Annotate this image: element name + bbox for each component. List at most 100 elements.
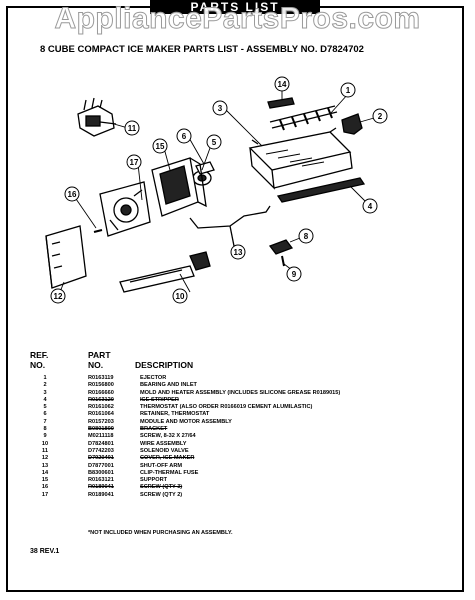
page-subtitle: 8 CUBE COMPACT ICE MAKER PARTS LIST - AS… (40, 44, 364, 55)
svg-text:5: 5 (212, 138, 217, 147)
part-description: MOLD AND HEATER ASSEMBLY (INCLUDES SILIC… (140, 389, 341, 396)
watermark: AppliancePartsPros.com (54, 2, 421, 36)
part-number: D7877001 (88, 462, 114, 469)
part-number: R0157203 (88, 418, 114, 425)
part-description: ICE STRIPPER (140, 396, 179, 403)
table-row: 9 M0211118 SCREW, 8-32 X 27/64 (30, 433, 450, 440)
svg-text:2: 2 (378, 112, 383, 121)
part-description: CLIP-THERMAL FUSE (140, 469, 199, 476)
svg-text:14: 14 (278, 80, 287, 89)
callout-5: 5 (206, 134, 222, 150)
part-number: D7920401 (88, 455, 114, 462)
part-number: B8300601 (88, 469, 114, 476)
table-row: 13 D7877001 SHUT-OFF ARM (30, 463, 450, 470)
ref-number: 6 (43, 411, 47, 418)
part-ejector (269, 105, 338, 131)
part-number: R0161062 (88, 404, 114, 411)
col-desc-header: DESCRIPTION (135, 360, 194, 370)
callout-15: 15 (152, 138, 168, 154)
part-number: D7824801 (88, 440, 114, 447)
callout-9: 9 (286, 266, 302, 282)
col-ref-header: REF. NO. (30, 350, 49, 370)
part-number: R0189041 (88, 484, 114, 491)
part-ice-stripper (276, 177, 366, 203)
part-number: R0163121 (88, 477, 114, 484)
part-description: EJECTOR (140, 375, 167, 381)
ref-number: 4 (43, 396, 47, 403)
part-module-motor (99, 181, 151, 237)
part-number: R0163119 (88, 375, 114, 381)
col-part-header: PART NO. (88, 350, 111, 370)
svg-text:4: 4 (368, 202, 373, 211)
footnote: *NOT INCLUDED WHEN PURCHASING AN ASSEMBL… (88, 530, 233, 536)
part-module-support (151, 157, 207, 217)
ref-number: 11 (42, 447, 48, 454)
ref-number: 5 (43, 404, 47, 411)
part-description: SHUT-OFF ARM (140, 462, 183, 469)
part-description: SCREW, 8-32 X 27/64 (140, 433, 196, 440)
ref-number: 14 (41, 469, 49, 476)
part-number: M0211118 (88, 433, 114, 440)
svg-text:17: 17 (130, 158, 139, 167)
svg-text:1: 1 (346, 86, 351, 95)
callouts: 14 1 2 3 4 5 6 15 17 11 16 8 9 13 10 12 … (50, 76, 388, 304)
svg-text:10: 10 (176, 292, 185, 301)
callout-2: 2 (372, 108, 388, 124)
callout-10: 10 (172, 288, 188, 304)
part-bracket (268, 239, 294, 255)
ref-number: 8 (43, 426, 47, 433)
part-description: SCREW (QTY 3) (140, 484, 183, 491)
part-number: B0801800 (88, 426, 114, 433)
ref-number: 2 (43, 382, 47, 389)
table-row: 6 R0161064 RETAINER, THERMOSTAT (30, 411, 450, 418)
callout-14: 14 (274, 76, 290, 92)
part-description: RETAINER, THERMOSTAT (140, 411, 210, 418)
table-row: 14 B8300601 CLIP-THERMAL FUSE (30, 470, 450, 477)
part-description: MODULE AND MOTOR ASSEMBLY (140, 418, 232, 425)
part-number: R0161064 (88, 411, 114, 418)
svg-text:16: 16 (68, 190, 77, 199)
svg-text:9: 9 (292, 270, 297, 279)
part-cover (45, 225, 87, 289)
part-bearing-inlet (341, 113, 363, 135)
part-solenoid-valve (77, 97, 117, 137)
ref-number: 13 (41, 462, 49, 469)
part-description: COVER, ICE MAKER (140, 455, 195, 462)
callout-12: 12 (50, 288, 66, 304)
svg-text:13: 13 (234, 248, 243, 257)
part-mold-heater (248, 127, 353, 190)
part-description: BRACKET (140, 426, 168, 433)
table-row: 8 B0801800 BRACKET (30, 426, 450, 433)
part-number: R0166660 (88, 389, 114, 396)
part-description: SUPPORT (140, 477, 168, 484)
callout-17: 17 (126, 154, 142, 170)
callout-16: 16 (64, 186, 80, 202)
ref-number: 7 (43, 418, 47, 425)
callout-8: 8 (298, 228, 314, 244)
part-description: SOLENOID VALVE (140, 447, 189, 454)
part-description: SCREW (QTY 2) (140, 491, 183, 498)
part-description: WIRE ASSEMBLY (140, 440, 187, 447)
revision-label: 38 REV.1 (30, 548, 60, 555)
part-shutoff-arm (189, 205, 271, 247)
part-number: R0189041 (88, 491, 114, 498)
callout-13: 13 (230, 244, 246, 260)
callout-6: 6 (176, 128, 192, 144)
callout-3: 3 (212, 100, 228, 116)
svg-text:15: 15 (156, 142, 165, 151)
page-frame (6, 6, 464, 592)
ref-number: 10 (41, 440, 49, 447)
page-title: PARTS LIST (150, 0, 320, 14)
callout-11: 11 (124, 120, 140, 136)
svg-text:11: 11 (128, 124, 137, 133)
ref-number: 9 (43, 433, 47, 440)
